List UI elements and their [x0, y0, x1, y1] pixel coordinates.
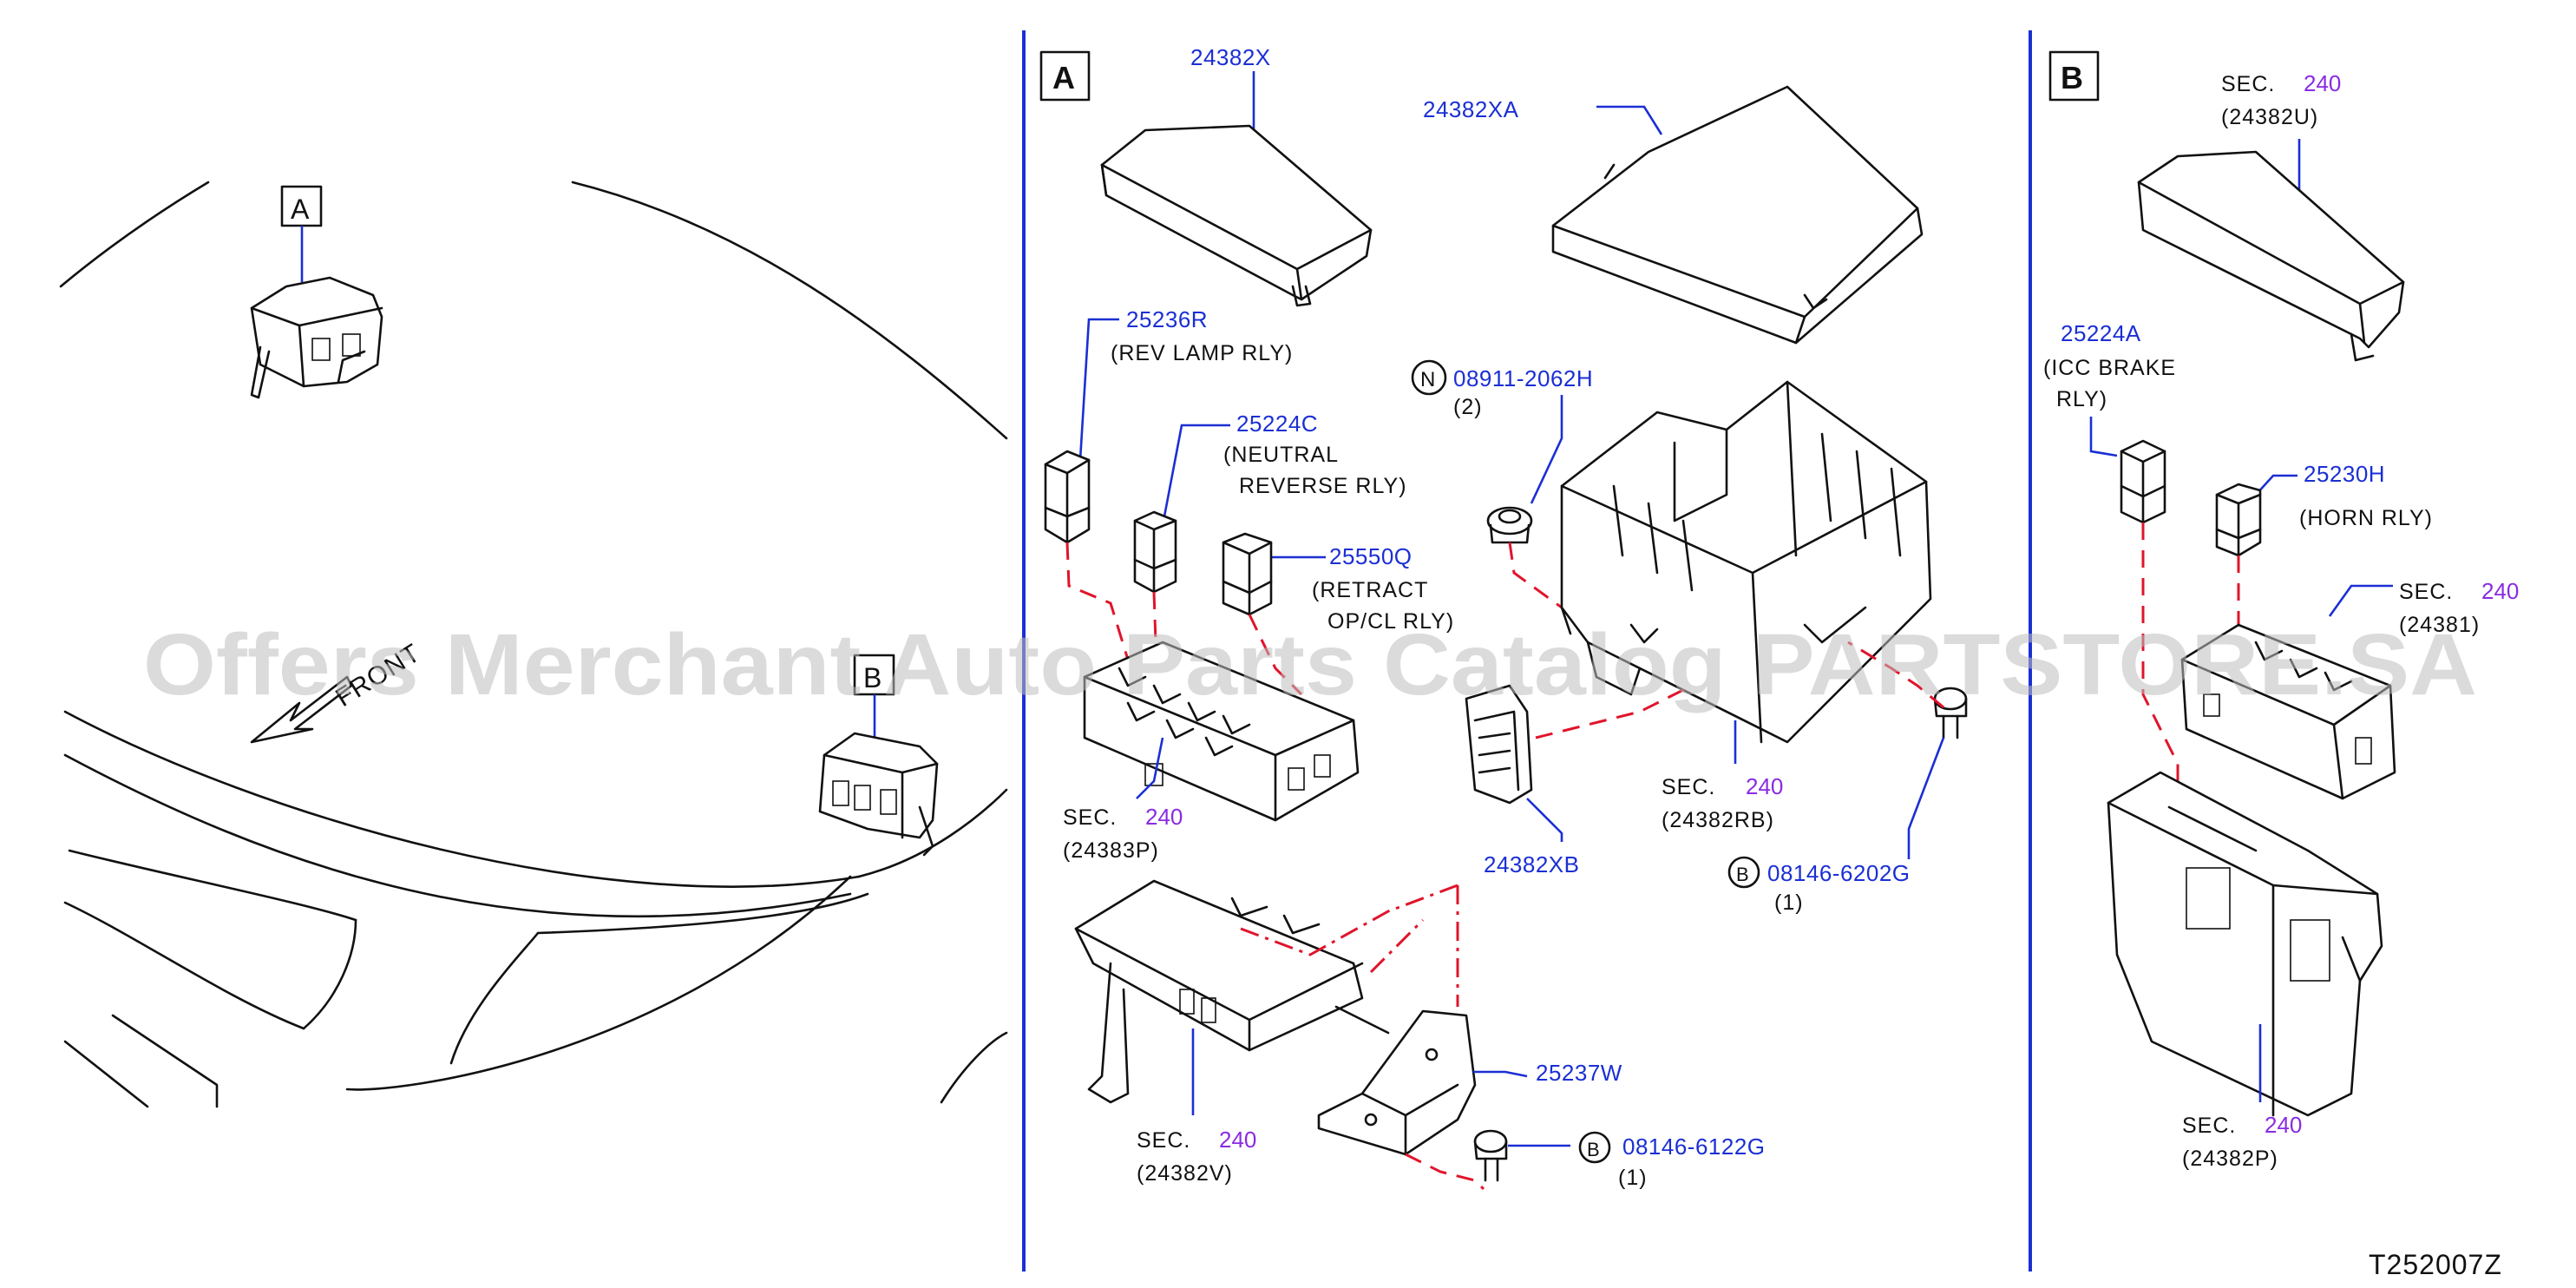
engine-fusebox-b-icon: [818, 732, 939, 857]
section-a: A 24382X 24382XA 25236R (REV LAMP RLY): [1039, 44, 1968, 1191]
b-symbol-6202G: B: [1736, 864, 1750, 885]
label-sec-num-24382RB: 240: [1746, 773, 1783, 799]
label-08146-6122G: 08146-6122G: [1622, 1134, 1766, 1160]
label-25236R: 25236R: [1126, 306, 1208, 332]
b-symbol-icon-6122G: [1578, 1131, 1611, 1164]
label-sec-num-24382P: 240: [2265, 1112, 2302, 1138]
relay-block-24381: [2180, 623, 2396, 800]
label-25230H-desc: (HORN RLY): [2299, 506, 2433, 530]
b-symbol-6122G: B: [1587, 1139, 1601, 1160]
label-25550Q-desc2: OP/CL RLY): [1327, 609, 1454, 634]
label-sec-num-24382V: 240: [1219, 1127, 1256, 1153]
label-24381: (24381): [2399, 613, 2480, 637]
n-symbol-label: N: [1420, 368, 1436, 391]
section-b: B SEC. 240 (24382U) 25224A (ICC BRAKE RL…: [2043, 50, 2519, 1171]
fuse-box-cover-24382U: [2137, 150, 2405, 362]
label-25224A: 25224A: [2061, 320, 2141, 346]
label-24382P: (24382P): [2182, 1147, 2278, 1171]
relay-25550Q-icon: [1222, 532, 1273, 616]
section-b-frame-label: B: [2061, 60, 2083, 95]
relay-25230H-icon: [2215, 483, 2262, 557]
label-08146-6202G-qty: (1): [1774, 890, 1804, 915]
front-arrow-icon: [250, 675, 353, 744]
bracket-24382XB: [1465, 684, 1533, 805]
label-sec-num-24381: 240: [2481, 578, 2519, 604]
label-24382U: (24382U): [2221, 105, 2318, 129]
bracket-25237W: [1317, 1009, 1477, 1156]
section-a-frame: [1039, 50, 1091, 102]
label-25550Q-desc1: (RETRACT: [1312, 578, 1428, 602]
label-24382V: (24382V): [1137, 1161, 1233, 1186]
label-sec-24382P: SEC.: [2182, 1114, 2236, 1138]
label-sec-24382V: SEC.: [1137, 1128, 1190, 1153]
label-24382XA: 24382XA: [1423, 96, 1519, 122]
label-sec-24382U: SEC.: [2221, 72, 2275, 96]
fuse-box-cover-24382XA: [1551, 85, 1924, 345]
label-sec-24381: SEC.: [2399, 580, 2453, 604]
label-08146-6122G-qty: (1): [1618, 1166, 1648, 1190]
section-a-frame-label: A: [1052, 60, 1075, 95]
label-sec-24382RB: SEC.: [1662, 775, 1715, 799]
fuse-box-24382P: [2107, 771, 2383, 1117]
label-sec-num-24383P: 240: [1145, 804, 1183, 830]
label-25230H: 25230H: [2304, 461, 2385, 487]
grommet-08911-icon: [1486, 506, 1533, 544]
label-25224A-desc1: (ICC BRAKE: [2043, 356, 2176, 380]
label-08911-2062H: 08911-2062H: [1453, 365, 1593, 391]
label-24383P: (24383P): [1063, 838, 1159, 863]
section-b-frame: [2048, 50, 2100, 102]
engine-fusebox-a-icon: [250, 276, 383, 399]
label-08146-6202G: 08146-6202G: [1767, 860, 1911, 886]
relay-25224A-icon: [2120, 439, 2166, 524]
relay-block-24383P: [1083, 641, 1360, 822]
bracket-24382V: [1074, 879, 1390, 1104]
drawing-code: T252007Z: [2369, 1249, 2502, 1280]
label-25224A-desc2: RLY): [2056, 387, 2107, 411]
label-sec-24383P: SEC.: [1063, 805, 1117, 830]
callout-b-label: B: [863, 662, 882, 693]
label-25550Q: 25550Q: [1329, 543, 1413, 569]
label-25237W: 25237W: [1536, 1060, 1622, 1086]
label-08911-2062H-qty: (2): [1453, 395, 1483, 419]
bolt-08146-6122G-icon: [1473, 1129, 1508, 1182]
label-25224C-desc2: REVERSE RLY): [1239, 474, 1407, 498]
label-24382XB: 24382XB: [1484, 851, 1579, 877]
relay-25224C-icon: [1133, 510, 1177, 594]
callout-a-label: A: [291, 194, 310, 225]
b-symbol-icon-6202G: [1727, 856, 1760, 889]
fuse-box-24382RB: [1560, 380, 1932, 744]
label-sec-num-24382U: 240: [2304, 70, 2341, 96]
label-24382X: 24382X: [1190, 44, 1271, 70]
label-24382RB: (24382RB): [1662, 808, 1774, 832]
label-25224C-desc1: (NEUTRAL: [1223, 443, 1339, 467]
watermark-text: Offers Merchant Auto Parts Catalog PARTS…: [143, 616, 2477, 713]
fuse-box-cover-24382X: [1100, 124, 1373, 307]
label-25224C: 25224C: [1236, 411, 1318, 437]
n-symbol-icon: [1411, 359, 1447, 396]
label-25236R-desc: (REV LAMP RLY): [1111, 341, 1293, 365]
relay-25236R-icon: [1044, 450, 1091, 544]
